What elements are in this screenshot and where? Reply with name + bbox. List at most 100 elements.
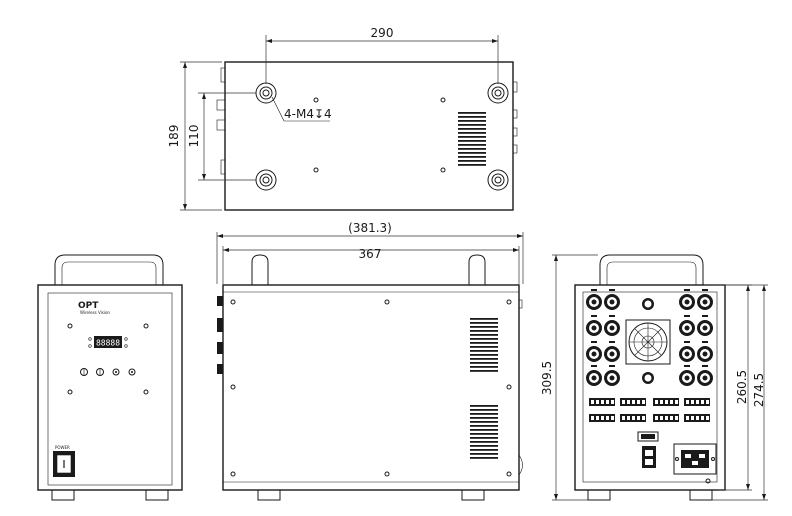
vent-slot [470,437,498,439]
dim-309-5: 309.5 [540,361,554,395]
vent-slot [458,112,486,114]
fan [625,319,671,365]
front-logo-subtext: Wireless Vision [80,310,110,315]
terminal-block[interactable] [684,414,710,422]
vent-slot [470,405,498,407]
vent-slot [470,358,498,360]
vent-slot [470,338,498,340]
rear-connectors [586,289,713,386]
m12-connector[interactable] [642,372,654,384]
terminal-block[interactable] [620,398,646,406]
vent-slot [470,350,498,352]
vent-slot [470,457,498,459]
dim-110: 110 [187,125,201,148]
front-knob-2[interactable] [96,368,104,376]
dim-274-5: 274.5 [752,373,766,407]
power-inlet[interactable] [673,443,717,475]
m12-connector[interactable] [642,298,654,310]
vent-slot [458,144,486,146]
m12-connector[interactable] [586,315,602,336]
front-view: OPT Wireless Vision 88888 POWER [37,254,183,501]
m12-connector[interactable] [604,315,620,336]
m12-connector[interactable] [604,365,620,386]
vent-slot [470,453,498,455]
m12-connector[interactable] [679,341,695,362]
vent-slot [470,441,498,443]
vent-slot [458,160,486,162]
foot-bottom-right [487,169,509,191]
side-panel [222,284,520,491]
vent-slot [470,409,498,411]
vent-slot [470,413,498,415]
m12-connector[interactable] [697,315,713,336]
side-vent-lower [470,405,498,459]
m12-connector[interactable] [604,289,620,310]
vent-slot [470,346,498,348]
terminal-block[interactable] [653,398,679,406]
m12-connector[interactable] [679,365,695,386]
vent-slot [458,124,486,126]
vent-slot [458,156,486,158]
dim-381-3: (381.3) [348,221,392,235]
vent-slot [470,322,498,324]
terminal-block[interactable] [653,414,679,422]
front-logo: OPT [78,301,99,311]
m12-connector[interactable] [679,315,695,336]
power-switch[interactable] [53,451,75,477]
vent-slot [470,366,498,368]
dim-189: 189 [167,125,181,148]
serial-port[interactable] [637,431,659,442]
vent-slot [470,417,498,419]
terminal-block[interactable] [589,414,615,422]
vent-slot [470,318,498,320]
dim-260-5: 260.5 [735,370,749,404]
terminal-block[interactable] [620,414,646,422]
front-display [94,336,122,348]
vent-slot [458,128,486,130]
m12-connector[interactable] [697,365,713,386]
vent-slot [470,421,498,423]
m12-connector[interactable] [586,365,602,386]
vent-slot [458,140,486,142]
m12-connector[interactable] [586,289,602,310]
vent-slot [470,342,498,344]
side-view: (381.3) 367 [216,221,524,501]
m12-connector[interactable] [586,341,602,362]
front-knob-4[interactable] [128,368,136,376]
dim-367: 367 [359,247,382,261]
vent-slot [470,433,498,435]
vent-slot [458,132,486,134]
vent-slot [470,334,498,336]
m12-connector[interactable] [679,289,695,310]
side-vent-upper [470,318,498,372]
top-view: 4-M4↧4 290 189 110 [167,26,518,211]
m12-connector[interactable] [604,341,620,362]
front-knob-3[interactable] [112,368,120,376]
ethernet-port[interactable] [642,446,656,468]
front-knob-1[interactable] [80,368,88,376]
vent-slot [470,354,498,356]
vent-slot [470,445,498,447]
vent-slot [470,362,498,364]
vent-slot [470,326,498,328]
vent-slot [470,449,498,451]
vent-slot [458,120,486,122]
terminal-block[interactable] [684,398,710,406]
vent-slot [470,370,498,372]
front-display-digits: 88888 [96,339,120,348]
dim-290: 290 [371,26,394,40]
vent-slot [470,429,498,431]
vent-slot [458,164,486,166]
vent-slot [458,152,486,154]
m12-connector[interactable] [697,289,713,310]
rear-view: 309.5 260.5 274.5 [540,254,768,501]
terminal-blocks [589,398,710,422]
vent-slot [458,116,486,118]
thread-callout: 4-M4↧4 [284,107,332,121]
m12-connector[interactable] [697,341,713,362]
terminal-block[interactable] [589,398,615,406]
vent-slot [470,425,498,427]
vent-slot [458,148,486,150]
